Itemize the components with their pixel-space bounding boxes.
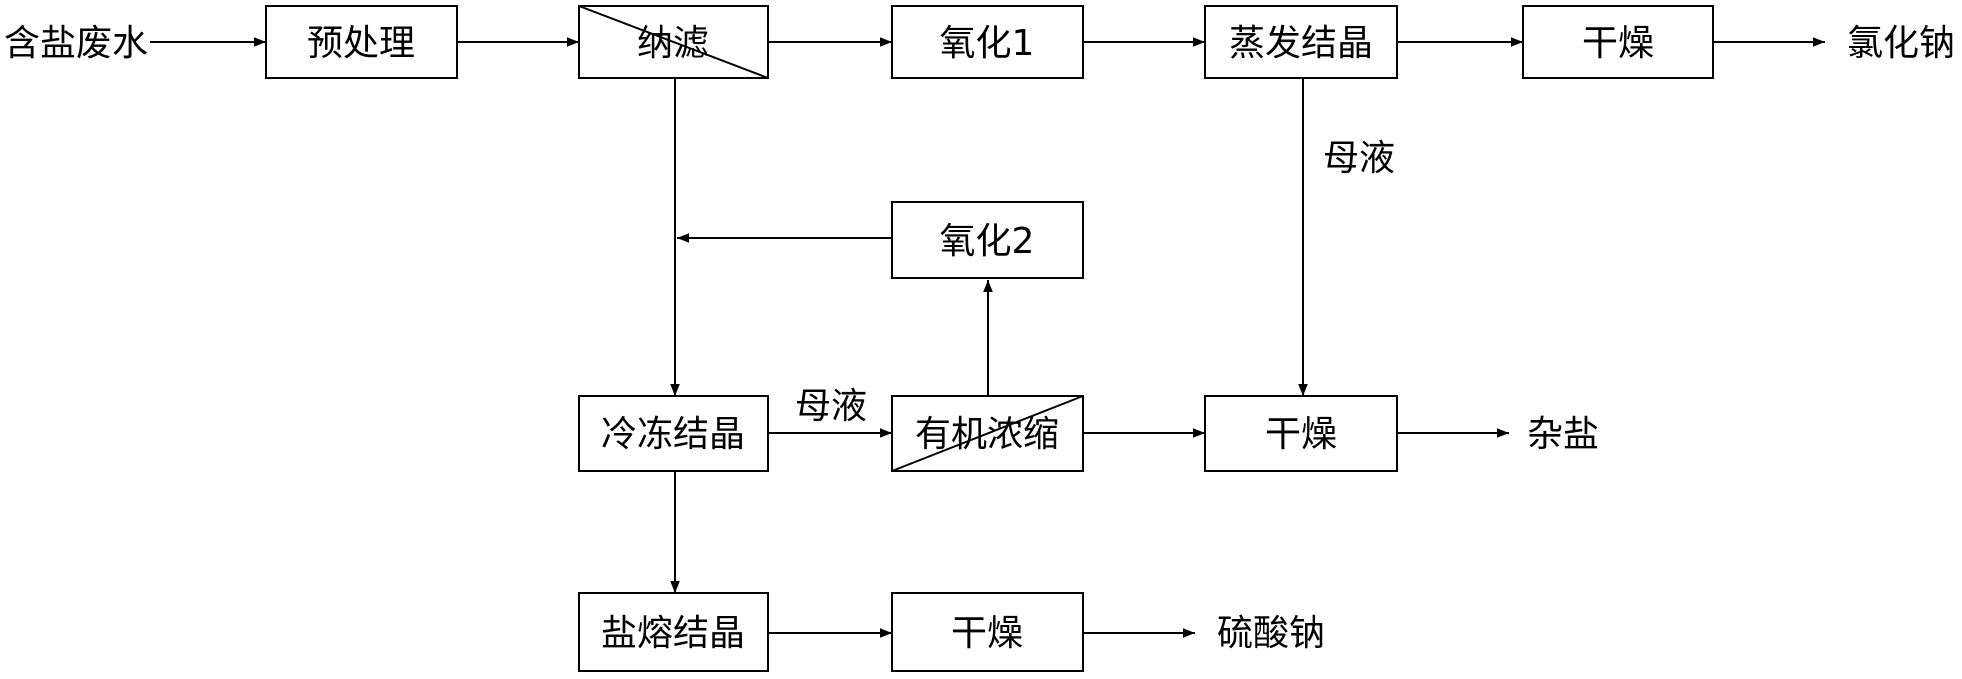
label-salt-melt-crystallization: 盐熔结晶 (601, 613, 745, 654)
output-sodium-chloride: 氯化钠 (1847, 23, 1955, 64)
output-sodium-sulfate: 硫酸钠 (1217, 613, 1325, 654)
box-evaporation-crystallization: 蒸发结晶 (1204, 5, 1398, 79)
box-nanofiltration: 纳滤 (578, 5, 769, 79)
box-dry-middle: 干燥 (1204, 395, 1398, 472)
box-organic-concentration: 有机浓缩 (891, 395, 1084, 472)
output-mixed-salt: 杂盐 (1527, 414, 1599, 455)
membrane-diagonal (578, 5, 769, 79)
box-oxidation1: 氧化1 (891, 5, 1084, 79)
label-dry-top: 干燥 (1582, 23, 1654, 64)
label-evaporation-crystallization: 蒸发结晶 (1229, 23, 1373, 64)
box-dry-top: 干燥 (1522, 5, 1714, 79)
label-oxidation1: 氧化1 (940, 23, 1035, 64)
box-pretreatment: 预处理 (265, 5, 458, 79)
box-freeze-crystallization: 冷冻结晶 (578, 395, 769, 472)
label-nanofiltration: 纳滤 (637, 23, 709, 64)
label-dry-bottom: 干燥 (951, 613, 1023, 654)
box-dry-bottom: 干燥 (891, 592, 1084, 672)
box-oxidation2: 氧化2 (891, 201, 1084, 279)
label-mother-liquor-mid: 母液 (795, 386, 867, 427)
box-salt-melt-crystallization: 盐熔结晶 (578, 592, 769, 672)
label-organic-concentration: 有机浓缩 (915, 414, 1059, 455)
label-oxidation2: 氧化2 (940, 221, 1035, 262)
label-freeze-crystallization: 冷冻结晶 (601, 414, 745, 455)
label-mother-liquor-right: 母液 (1323, 138, 1395, 179)
input-salt-wastewater: 含盐废水 (4, 23, 148, 64)
label-pretreatment: 预处理 (307, 23, 415, 64)
label-dry-middle: 干燥 (1265, 414, 1337, 455)
connectors (150, 37, 1825, 638)
membrane-diagonal (891, 395, 1084, 472)
